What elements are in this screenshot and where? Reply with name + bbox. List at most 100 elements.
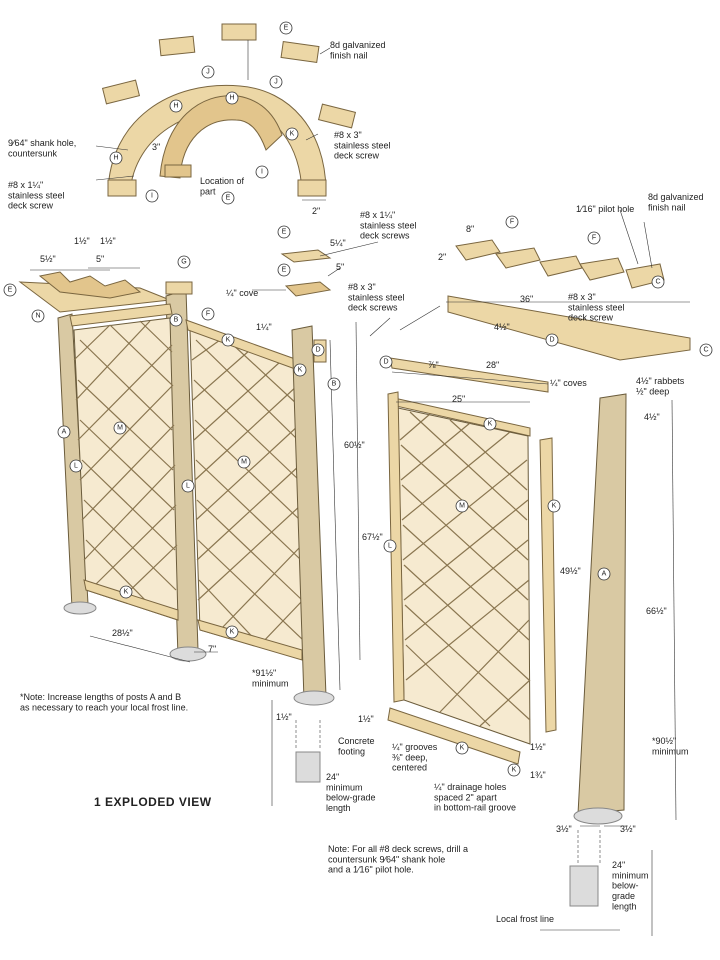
part-bubble-circle [169,313,183,327]
below-grade-block-left [295,751,321,783]
part-bubble-letter: H [173,103,178,110]
part-bubble-f: F [505,215,519,229]
part-bubble-circle [507,763,521,777]
part-bubble-circle [221,333,235,347]
part-bubble-k: K [119,585,133,599]
gate-block-1 [455,239,501,261]
part-bubble-letter: B [174,317,179,324]
part-bubble-circle [255,165,269,179]
part-bubble-letter: M [117,425,123,432]
part-bubble-circle [31,309,45,323]
part-bubble-letter: E [282,267,287,274]
arch-block-1 [158,35,196,57]
dim-2-a: 2" [312,206,320,216]
block-5-14 [280,249,332,263]
part-bubble-letter: D [383,359,388,366]
callout-cove-left: ¼" cove [226,288,258,298]
part-bubble-circle [113,421,127,435]
part-bubble-letter: J [206,69,210,76]
part-bubble-a: A [597,567,611,581]
part-bubble-circle [279,21,293,35]
dim-1-34: 1¾" [530,770,546,780]
part-bubble-letter: H [229,95,234,102]
dim-1-12-b: 1½" [100,236,116,246]
part-bubble-circle [3,283,17,297]
callout-minimum-91: *91½"minimum [252,668,289,688]
gate-block-2 [495,247,541,269]
dim-4-12: 4½" [494,322,510,332]
arch-spacer [164,164,192,178]
part-bubble-circle [57,425,71,439]
part-bubble-letter: K [512,767,517,774]
diagram-title: 1 EXPLODED VIEW [94,795,212,809]
header-d [447,295,691,361]
part-bubble-k: K [483,417,497,431]
part-bubble-e: E [3,283,17,297]
dim-5-b: 5" [336,262,344,272]
part-bubble-d: D [545,333,559,347]
part-bubble-letter: A [62,429,67,436]
part-bubble-letter: L [186,483,190,490]
dim-60-12: 60½" [344,440,365,450]
part-bubble-circle [145,189,159,203]
part-bubble-e: E [221,191,235,205]
part-bubble-circle [545,333,559,347]
part-bubble-h: H [169,99,183,113]
part-bubble-circle [119,585,133,599]
part-bubble-circle [237,455,251,469]
part-bubble-circle [181,479,195,493]
part-bubble-letter: D [549,337,554,344]
part-bubble-letter: K [298,367,303,374]
part-bubble-l: L [383,539,397,553]
arch-inner [159,95,283,179]
part-bubbles: EJJHHHIKEIENGBFKALMLMKKDBEEKFFCDCKMLKKAK… [3,21,713,777]
gate-block-4 [579,257,625,281]
part-bubble-circle [177,255,191,269]
part-bubble-letter: E [226,195,231,202]
part-bubble-circle [169,99,183,113]
part-bubble-a: A [57,425,71,439]
bottom-rail-middle [197,619,303,661]
part-bubble-k: K [285,127,299,141]
part-bubble-circle [225,91,239,105]
part-bubble-circle [383,539,397,553]
lattice-panel-gate [397,407,531,745]
part-bubble-k: K [455,741,469,755]
part-bubble-n: N [31,309,45,323]
part-bubble-letter: J [274,79,278,86]
part-bubble-circle [455,499,469,513]
part-bubble-letter: K [290,131,295,138]
lattice-panel-middle [189,329,305,661]
part-bubble-circle [505,215,519,229]
footing-left-2 [169,646,207,662]
part-bubble-circle [201,307,215,321]
part-bubble-letter: I [261,169,263,176]
dim-3: 3" [152,142,160,152]
part-bubble-letter: L [74,463,78,470]
arch-block-2 [221,23,257,41]
part-bubble-circle [597,567,611,581]
gate-upper-rail [389,357,549,393]
part-bubble-c: C [651,275,665,289]
right-gate [387,239,691,907]
part-bubble-h: H [109,151,123,165]
part-bubble-circle [201,65,215,79]
part-bubble-circle [277,263,291,277]
part-bubble-k: K [293,363,307,377]
part-bubble-l: L [181,479,195,493]
dim-36: 36" [520,294,533,304]
gate-bottom-rail [387,707,521,765]
part-bubble-circle [285,127,299,141]
part-bubble-f: F [587,231,601,245]
part-bubble-e: E [277,225,291,239]
part-bubble-letter: I [151,193,153,200]
part-bubble-letter: F [206,311,210,318]
arch-block-4 [101,79,141,105]
part-bubble-d: D [379,355,393,369]
